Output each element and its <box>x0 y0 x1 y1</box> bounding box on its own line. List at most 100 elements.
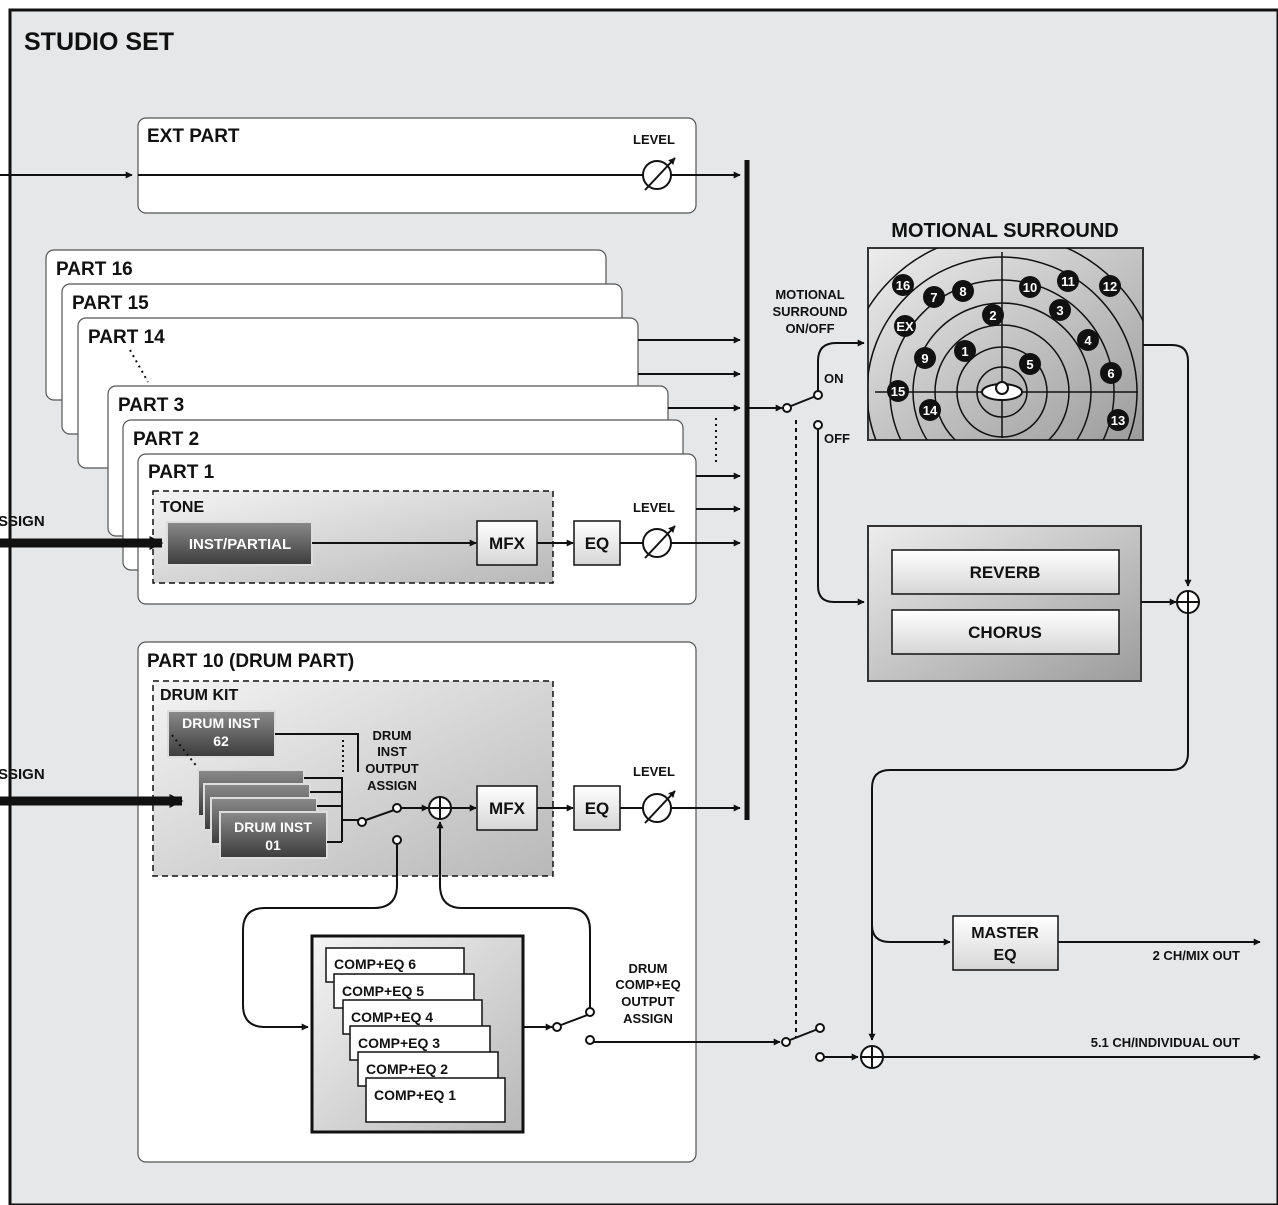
drum-level-icon <box>642 790 676 824</box>
marker-14: 14 <box>923 403 938 418</box>
marker-1: 1 <box>961 344 968 359</box>
marker-8: 8 <box>959 284 966 299</box>
comp-assign-3: OUTPUT <box>621 994 675 1009</box>
part3-label: PART 3 <box>118 395 184 416</box>
surround-switch-label-3: ON/OFF <box>785 321 834 336</box>
marker-7: 7 <box>930 290 937 305</box>
comp-assign-4: ASSIGN <box>623 1011 673 1026</box>
drum-inst-dots <box>171 734 199 769</box>
tone-level-label: LEVEL <box>633 500 675 515</box>
ext-level-icon <box>642 157 676 191</box>
drum-to-comp-route <box>242 844 398 1031</box>
ext-part-label: EXT PART <box>147 126 240 147</box>
comp-assign-1: DRUM <box>629 961 668 976</box>
drum-inst-62-line1: DRUM INST <box>182 715 260 731</box>
effects-sum-icon <box>1176 590 1200 614</box>
surround-out-route <box>1143 344 1192 587</box>
comp-assign-2: COMP+EQ <box>615 977 680 992</box>
part2-label: PART 2 <box>133 429 199 450</box>
part15-label: PART 15 <box>72 293 149 314</box>
to-master-eq-route <box>871 924 951 946</box>
individual-out-label: 5.1 CH/INDIVIDUAL OUT <box>1091 1035 1240 1050</box>
marker-10: 10 <box>1023 280 1037 295</box>
tone-assign-label: SSIGN <box>0 513 45 530</box>
marker-4: 4 <box>1084 333 1092 348</box>
ext-level-label: LEVEL <box>633 132 675 147</box>
marker-6: 6 <box>1107 366 1114 381</box>
comp-eq-6-label: COMP+EQ 6 <box>334 956 416 972</box>
drum-inst-output-3: OUTPUT <box>365 761 419 776</box>
switch-on-route <box>817 339 865 391</box>
drum-sum-icon <box>428 796 452 820</box>
master-eq-line1: MASTER <box>971 925 1039 942</box>
marker-16: 16 <box>896 278 910 293</box>
reverb-box <box>891 549 1120 595</box>
drum-inst-62-line2: 62 <box>213 733 229 749</box>
tone-label: TONE <box>160 499 204 516</box>
studio-set-title: STUDIO SET <box>24 28 174 56</box>
parts-ellipsis-dots <box>129 349 149 383</box>
drum-eq-label: EQ <box>585 799 610 818</box>
drum-mfx-label: MFX <box>489 799 526 818</box>
drum-level-label: LEVEL <box>633 764 675 779</box>
part14-label: PART 14 <box>88 327 165 348</box>
marker-13: 13 <box>1111 413 1125 428</box>
reverb-label: REVERB <box>970 563 1041 582</box>
surround-switch-label-1: MOTIONAL <box>775 287 844 302</box>
motional-surround-title: MOTIONAL SURROUND <box>891 220 1118 242</box>
drum-inst-stack <box>197 769 328 859</box>
inst-partial-box <box>166 521 313 566</box>
tone-mfx-box <box>476 520 538 566</box>
surround-off-label: OFF <box>824 431 850 446</box>
tone-eq-label: EQ <box>585 534 610 553</box>
drum-mfx-box <box>476 785 538 831</box>
comp-output-switch <box>552 1007 595 1045</box>
inst-partial-label: INST/PARTIAL <box>189 536 291 553</box>
marker-15: 15 <box>891 384 905 399</box>
drum-inst-output-4: ASSIGN <box>367 778 417 793</box>
drum-part-label: PART 10 (DRUM PART) <box>147 651 354 672</box>
switch-off-route <box>817 429 865 606</box>
marker-11: 11 <box>1061 274 1075 289</box>
drum-kit-label: DRUM KIT <box>160 687 238 704</box>
drum-eq-box <box>573 785 621 831</box>
comp-eq-stack <box>325 947 506 1123</box>
motional-surround-field <box>868 248 1143 440</box>
marker-12: 12 <box>1103 279 1117 294</box>
drum-inst-output-switch <box>357 803 402 845</box>
part1-label: PART 1 <box>148 462 215 483</box>
drum-inst-bus-lines <box>304 777 358 843</box>
drum-inst-62-route <box>275 733 359 772</box>
tone-level-icon <box>642 525 676 559</box>
marker-9: 9 <box>921 351 928 366</box>
comp-eq-1-label: COMP+EQ 1 <box>374 1087 456 1103</box>
marker-5: 5 <box>1026 357 1033 372</box>
comp-eq-5-label: COMP+EQ 5 <box>342 983 424 999</box>
drum-assign-label: SSIGN <box>0 766 45 783</box>
drum-inst-01-line1: DRUM INST <box>234 819 312 835</box>
tone-mfx-label: MFX <box>489 534 526 553</box>
drum-inst-output-2: INST <box>377 744 407 759</box>
ext-part-box <box>137 117 697 214</box>
chorus-label: CHORUS <box>968 623 1042 642</box>
master-feed-route <box>868 613 1189 1041</box>
motional-surround-switch <box>782 390 823 430</box>
part-output-arrows <box>638 336 741 513</box>
marker-3: 3 <box>1056 303 1063 318</box>
part16-label: PART 16 <box>56 259 133 280</box>
tone-eq-box <box>573 520 621 566</box>
master-eq-line2: EQ <box>993 947 1016 964</box>
comp-return-route <box>436 821 591 1012</box>
master-eq-box <box>952 915 1059 971</box>
surround-switch-label-2: SURROUND <box>772 304 847 319</box>
comp-eq-3-label: COMP+EQ 3 <box>358 1035 440 1051</box>
drum-inst-01-line2: 01 <box>265 837 281 853</box>
comp-eq-4-label: COMP+EQ 4 <box>351 1009 433 1025</box>
drum-inst-output-1: DRUM <box>373 728 412 743</box>
surround-markers <box>887 270 1129 431</box>
individual-sum-icon <box>860 1045 884 1069</box>
marker-2: 2 <box>989 308 996 323</box>
mix-out-label: 2 CH/MIX OUT <box>1153 948 1240 963</box>
chorus-box <box>891 609 1120 655</box>
